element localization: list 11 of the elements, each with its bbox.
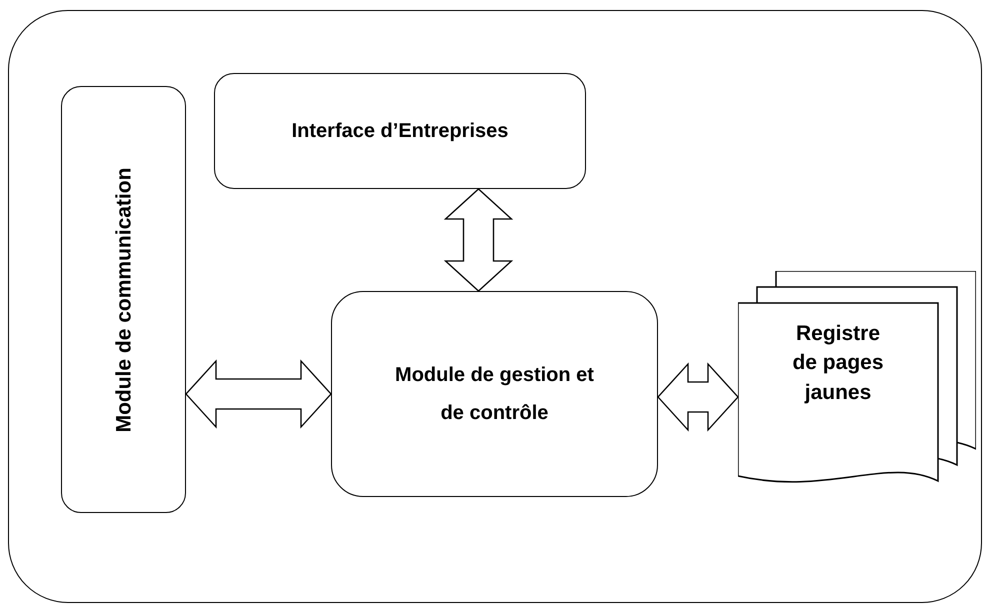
module-box — [214, 73, 586, 189]
double-block-arrow — [444, 188, 514, 292]
module-label: Module de gestion et de contrôle — [394, 363, 594, 426]
module-box — [331, 291, 658, 497]
module-label: Interface d’Entreprises — [292, 119, 508, 144]
container-box — [8, 10, 982, 603]
module-box — [61, 86, 186, 513]
document-label: Registre de pages jaunes — [791, 321, 885, 406]
module-label: Module de communication — [110, 167, 136, 432]
double-block-arrow — [185, 359, 332, 429]
double-block-arrow — [657, 362, 739, 432]
